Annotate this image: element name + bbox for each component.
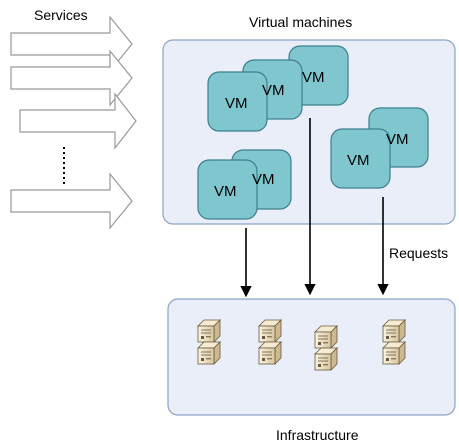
vm-label: VM (347, 152, 370, 169)
server-rack-icon (315, 326, 337, 370)
virtual-machines-label: Virtual machines (249, 14, 352, 30)
vm-stack-bottom-left (197, 149, 292, 220)
service-arrow-icon (10, 15, 133, 73)
service-arrow-icon (19, 92, 137, 150)
vm-label: VM (386, 131, 409, 148)
service-arrow-icon (10, 49, 133, 107)
vm-stack-right (330, 107, 429, 189)
server-rack-icon (198, 320, 220, 364)
requests-label: Requests (389, 245, 448, 261)
request-arrows (240, 118, 389, 298)
vm-label: VM (262, 82, 285, 99)
service-arrows (10, 15, 137, 230)
server-rack-icon (383, 320, 405, 364)
vm-box (207, 71, 268, 132)
service-arrow-icon (10, 172, 133, 230)
vm-label: VM (225, 95, 248, 112)
vm-stack-top (207, 45, 349, 132)
vm-box (197, 159, 258, 220)
vm-label: VM (214, 183, 237, 200)
vm-label: VM (252, 171, 275, 188)
services-label: Services (34, 7, 88, 23)
infrastructure-label: Infrastructure (276, 427, 359, 443)
server-rack-icon (259, 320, 281, 364)
vm-box (330, 128, 391, 189)
vm-label: VM (302, 69, 325, 86)
